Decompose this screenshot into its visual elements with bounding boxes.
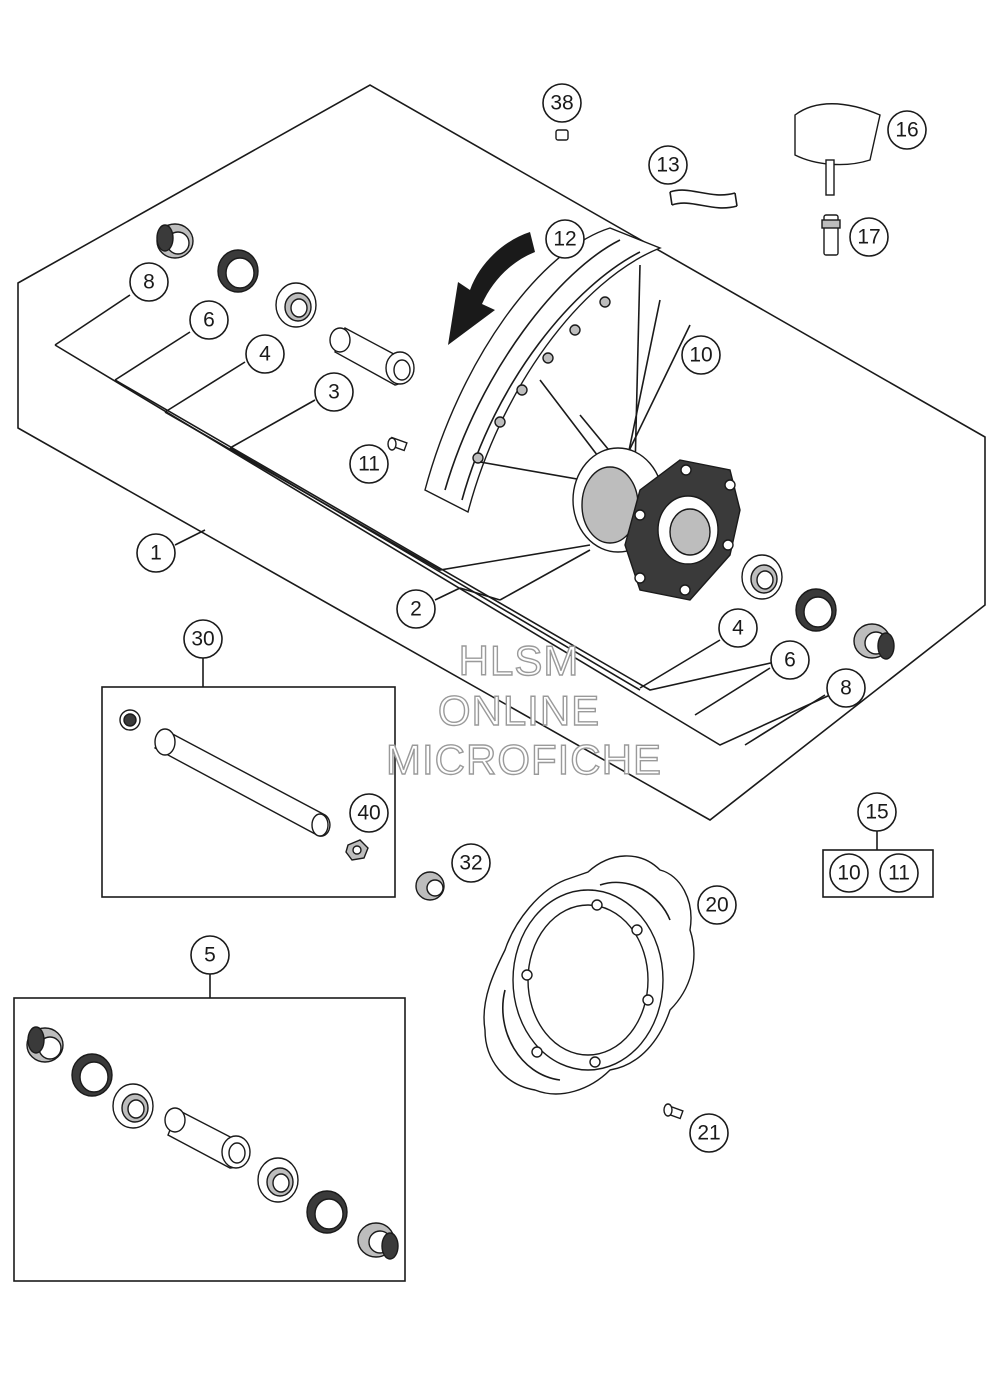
svg-text:10: 10 — [837, 862, 860, 885]
svg-text:20: 20 — [705, 894, 728, 917]
callout-6-top: 6 — [189, 300, 229, 340]
watermark: HLSM ONLINE MICROFICHE — [385, 636, 662, 783]
bolt-11 — [387, 436, 408, 452]
callout-8-right: 8 — [826, 668, 866, 708]
brake-disc-20 — [483, 855, 695, 1095]
svg-text:15: 15 — [865, 801, 888, 824]
spacer-8-top — [156, 223, 194, 259]
svg-text:3: 3 — [328, 381, 340, 404]
assembly-1-frame — [17, 84, 986, 821]
callout-30: 30 — [183, 619, 223, 659]
svg-text:32: 32 — [459, 852, 482, 875]
callout-15-11: 11 — [879, 853, 919, 893]
svg-text:13: 13 — [656, 154, 679, 177]
svg-text:6: 6 — [203, 309, 215, 332]
svg-text:21: 21 — [697, 1122, 720, 1145]
callout-17: 17 — [849, 217, 889, 257]
svg-text:16: 16 — [895, 119, 918, 142]
bearing-4-right — [741, 554, 783, 600]
svg-text:40: 40 — [357, 802, 380, 825]
svg-text:17: 17 — [857, 226, 880, 249]
axle-30 — [119, 709, 331, 837]
callout-20: 20 — [697, 885, 737, 925]
callout-6-right: 6 — [770, 640, 810, 680]
callout-8-top: 8 — [129, 262, 169, 302]
svg-text:2: 2 — [410, 598, 422, 621]
wheel-hub — [572, 447, 741, 601]
callout-4-top: 4 — [245, 334, 285, 374]
axle-nut-32 — [415, 871, 445, 901]
callout-5: 5 — [190, 935, 230, 975]
callout-16: 16 — [887, 110, 927, 150]
svg-text:8: 8 — [143, 271, 155, 294]
rotation-arrow-12 — [448, 232, 535, 345]
callout-38: 38 — [542, 83, 582, 123]
nut-40 — [345, 839, 369, 861]
watermark-line-2: ONLINE — [438, 687, 600, 734]
callout-40: 40 — [349, 793, 389, 833]
callout-4-right: 4 — [718, 608, 758, 648]
callout-2: 2 — [396, 589, 436, 629]
callouts: 1 2 3 4 4 5 6 6 8 8 10 11 12 13 15 10 11… — [129, 83, 927, 1153]
callout-15: 15 — [857, 792, 897, 832]
callout-1: 1 — [136, 533, 176, 573]
svg-text:5: 5 — [204, 944, 216, 967]
callout-15-10: 10 — [829, 853, 869, 893]
svg-text:4: 4 — [259, 343, 271, 366]
kit-15-box — [822, 849, 934, 898]
callout-13: 13 — [648, 145, 688, 185]
svg-text:30: 30 — [191, 628, 214, 651]
seal-6-top — [217, 249, 259, 293]
svg-text:38: 38 — [550, 92, 573, 115]
leader-lines — [54, 294, 831, 746]
spacer-8-right — [853, 623, 895, 660]
part-38-plug — [555, 129, 569, 141]
bearing-4-top — [275, 282, 317, 328]
svg-text:4: 4 — [732, 617, 744, 640]
spacer-3 — [329, 327, 415, 386]
part-17-nut — [821, 214, 841, 256]
svg-text:1: 1 — [150, 542, 162, 565]
callout-11: 11 — [349, 444, 389, 484]
callout-3: 3 — [314, 372, 354, 412]
callout-21: 21 — [689, 1113, 729, 1153]
svg-text:12: 12 — [553, 228, 576, 251]
svg-text:10: 10 — [689, 344, 712, 367]
watermark-line-1: HLSM — [459, 637, 580, 684]
callout-12: 12 — [545, 219, 585, 259]
bolt-21 — [663, 1103, 684, 1120]
seal-6-right — [795, 588, 837, 632]
wheel-rim — [424, 227, 662, 514]
svg-text:11: 11 — [358, 453, 380, 476]
kit-30-box — [101, 686, 396, 898]
svg-text:8: 8 — [840, 677, 852, 700]
svg-text:6: 6 — [784, 649, 796, 672]
svg-text:11: 11 — [888, 862, 910, 885]
callout-10: 10 — [681, 335, 721, 375]
part-13-rim-tape — [669, 189, 738, 209]
kit-5-parts — [26, 1026, 399, 1260]
watermark-line-3: MICROFICHE — [386, 736, 662, 783]
part-16-rim-lock — [794, 103, 881, 196]
callout-32: 32 — [451, 843, 491, 883]
